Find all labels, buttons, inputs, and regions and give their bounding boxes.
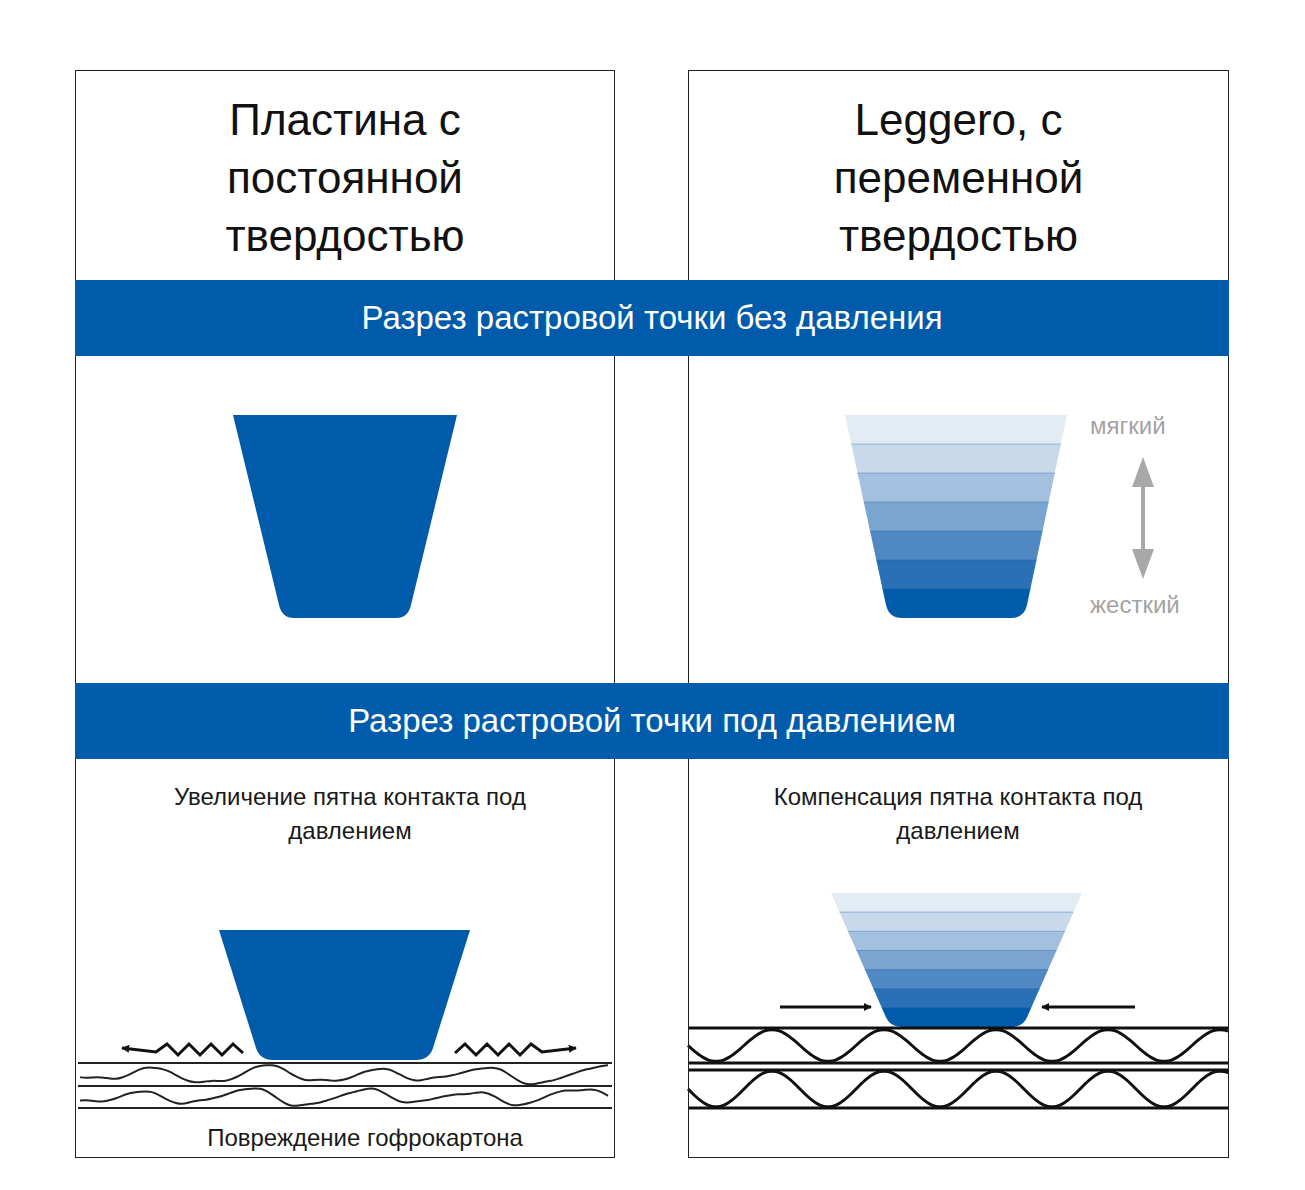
caption-note: Компенсация пятна контакта под давлением bbox=[768, 780, 1148, 848]
spread-arrows bbox=[122, 1044, 576, 1055]
caption-note: Увеличение пятна контакта под давлением bbox=[160, 780, 540, 848]
panel-heading: Leggero, с переменной твердостью bbox=[799, 91, 1119, 265]
dot-solid bbox=[233, 415, 457, 618]
band-title: Разрез растровой точки без давления bbox=[361, 299, 942, 337]
damaged-board bbox=[78, 1063, 612, 1108]
section-band: Разрез растровой точки под давлением bbox=[75, 683, 1229, 759]
compensation-arrows bbox=[780, 1006, 1135, 1009]
panel: Пластина с постоянной твердостью bbox=[75, 70, 615, 1158]
dot-solid-pressed bbox=[219, 930, 470, 1060]
dot-graded bbox=[840, 415, 1070, 619]
band-title: Разрез растровой точки под давлением bbox=[348, 702, 956, 740]
caption-note: Повреждение гофрокартона bbox=[165, 1121, 565, 1155]
hardness-arrow bbox=[1132, 457, 1154, 579]
intact-board bbox=[688, 1028, 1228, 1108]
hardness-label: мягкий bbox=[1090, 409, 1230, 443]
panel-heading: Пластина с постоянной твердостью bbox=[185, 91, 505, 265]
section-band: Разрез растровой точки без давления bbox=[75, 280, 1229, 356]
hardness-label: жесткий bbox=[1090, 588, 1230, 622]
